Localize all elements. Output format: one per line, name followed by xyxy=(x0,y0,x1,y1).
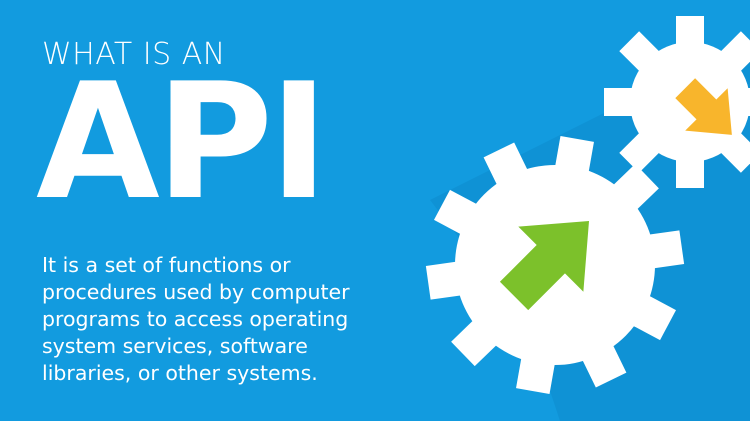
arrow-down-left-icon xyxy=(675,78,732,135)
headline: API xyxy=(36,48,329,235)
description-text: It is a set of functions or procedures u… xyxy=(42,253,350,385)
arrow-up-right-icon xyxy=(499,220,590,311)
kicker-text: WHAT IS AN xyxy=(42,37,226,72)
